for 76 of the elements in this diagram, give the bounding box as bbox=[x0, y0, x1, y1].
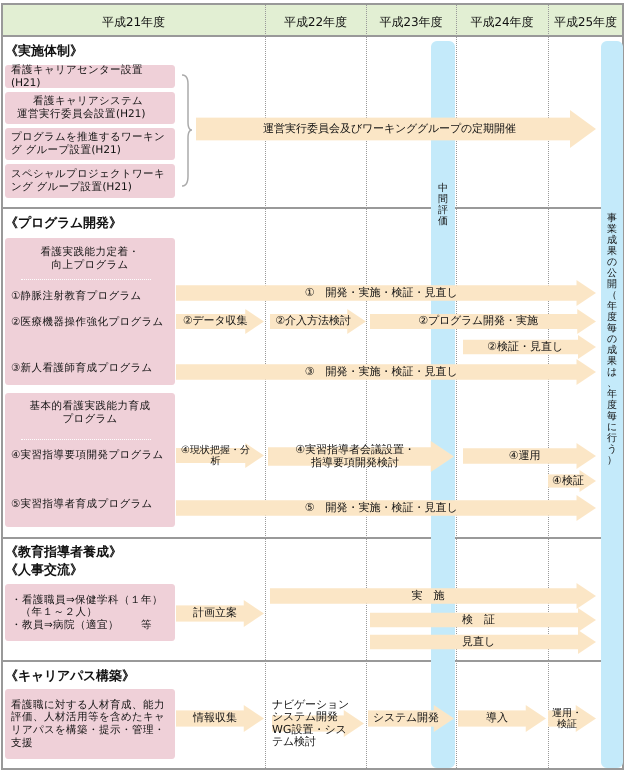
box-text: プログラムを推進するワーキング グループ設置(H21) bbox=[11, 131, 166, 157]
box-text: ③新人看護師育成プログラム bbox=[11, 362, 154, 375]
phase-banner bbox=[270, 583, 596, 609]
phase-banner bbox=[176, 705, 264, 732]
banner-label: ナビゲーションシステム開発WG設置・システム検討 bbox=[272, 699, 350, 748]
program-box bbox=[5, 164, 175, 198]
box-text: スペシャルプロジェクトワーキング グループ設置(H21) bbox=[11, 168, 166, 194]
section-heading: 《キャリアパス構築》 bbox=[5, 668, 135, 686]
banner-label: 検 証 bbox=[462, 614, 495, 626]
section-heading: 《プログラム開発》 bbox=[5, 214, 122, 233]
section-heading: 《教育指導者養成》 bbox=[5, 544, 122, 562]
phase-banner bbox=[548, 470, 596, 492]
box-text: ⑤実習指導者育成プログラム bbox=[11, 498, 154, 511]
banner-label: ②検証・見直し bbox=[487, 340, 563, 354]
box-text: ・看護職員⇒保健学科（１年）（年１～２人） bbox=[11, 594, 164, 619]
banner-label: 計画立案 bbox=[192, 607, 237, 620]
banner-label: ① 開発・実施・検証・見直し bbox=[304, 286, 458, 300]
box-text: 看護職に対する人材育成、能力評価、人材活用等を含めたキャリアパスを構築・提示・管理・支援 bbox=[11, 698, 166, 750]
phase-banner bbox=[463, 443, 596, 469]
box-text: ・教員⇒病院（適宜） 等 bbox=[11, 618, 153, 632]
vertical-label: 事業成果の公開（年度毎の成果は、年度毎に行う） bbox=[607, 213, 617, 466]
box-text: 看護キャリアセンター設置(H21) bbox=[11, 64, 144, 90]
banner-label: ②データ収集 bbox=[182, 315, 248, 328]
banner-label: ④現状把握・分析 bbox=[180, 444, 251, 466]
banner-label: 運用・検証 bbox=[550, 708, 583, 730]
phase-banner bbox=[176, 359, 596, 385]
banner-label: ④運用 bbox=[508, 450, 541, 462]
phase-banner bbox=[176, 309, 264, 334]
phase-banner bbox=[268, 441, 454, 472]
banner-label: ④検証 bbox=[552, 474, 584, 488]
box-text: ②医療機器操作強化プログラム bbox=[11, 316, 164, 329]
program-box bbox=[5, 393, 175, 527]
phase-banner bbox=[176, 495, 596, 521]
phase-banner bbox=[368, 705, 454, 732]
program-box bbox=[5, 584, 175, 641]
year-header: 平成23年度 bbox=[378, 14, 444, 31]
phase-banner bbox=[370, 608, 596, 632]
phase-banner bbox=[458, 705, 546, 732]
box-heading: 基本的看護実践能力育成プログラム bbox=[28, 400, 152, 426]
phase-banner bbox=[270, 309, 366, 334]
year-header: 平成21年度 bbox=[100, 14, 166, 31]
program-box bbox=[5, 92, 175, 124]
phase-banner bbox=[370, 630, 596, 654]
banner-label: ②プログラム開発・実施 bbox=[418, 315, 538, 328]
program-box bbox=[5, 128, 175, 160]
phase-banner bbox=[548, 705, 596, 732]
box-text: 看護キャリアシステム運営実行委員会設置(H21) bbox=[17, 95, 146, 121]
phase-banner bbox=[176, 600, 264, 627]
program-box bbox=[5, 65, 175, 88]
milestone-bar bbox=[601, 41, 623, 768]
phase-banner bbox=[370, 309, 596, 334]
vertical-label: 中間評価 bbox=[438, 183, 448, 227]
banner-label: ⑤ 開発・実施・検証・見直し bbox=[304, 502, 458, 514]
box-heading: 看護実践能力定着・向上プログラム bbox=[40, 246, 140, 272]
program-box bbox=[5, 238, 175, 385]
phase-banner bbox=[176, 443, 264, 468]
year-header: 平成24年度 bbox=[469, 14, 535, 31]
section-heading: 《実施体制》 bbox=[5, 42, 83, 61]
box-text: ①静脈注射教育プログラム bbox=[11, 290, 142, 303]
year-header: 平成25年度 bbox=[552, 14, 618, 31]
year-header: 平成22年度 bbox=[282, 14, 348, 31]
banner-label: ②介入方法検討 bbox=[275, 315, 352, 328]
box-text: ④実習指導要項開発プログラム bbox=[11, 449, 164, 462]
phase-banner bbox=[463, 335, 596, 359]
banner-label: 情報収集 bbox=[192, 712, 237, 725]
banner-label: 導入 bbox=[486, 712, 508, 725]
banner-label: ④実習指導者会議設置・指導要項開発検討 bbox=[294, 444, 416, 469]
banner-label: ③ 開発・実施・検証・見直し bbox=[304, 366, 458, 378]
banner-label: 実 施 bbox=[412, 590, 445, 602]
banner-label: 見直し bbox=[462, 636, 495, 648]
phase-banner bbox=[196, 110, 596, 148]
banner-label: 運営実行委員会及びワーキンググループの定期開催 bbox=[263, 122, 516, 136]
section-heading: 《人事交流》 bbox=[5, 562, 83, 580]
phase-banner bbox=[176, 280, 596, 306]
banner-label: システム開発 bbox=[372, 712, 439, 725]
program-box bbox=[5, 689, 175, 759]
